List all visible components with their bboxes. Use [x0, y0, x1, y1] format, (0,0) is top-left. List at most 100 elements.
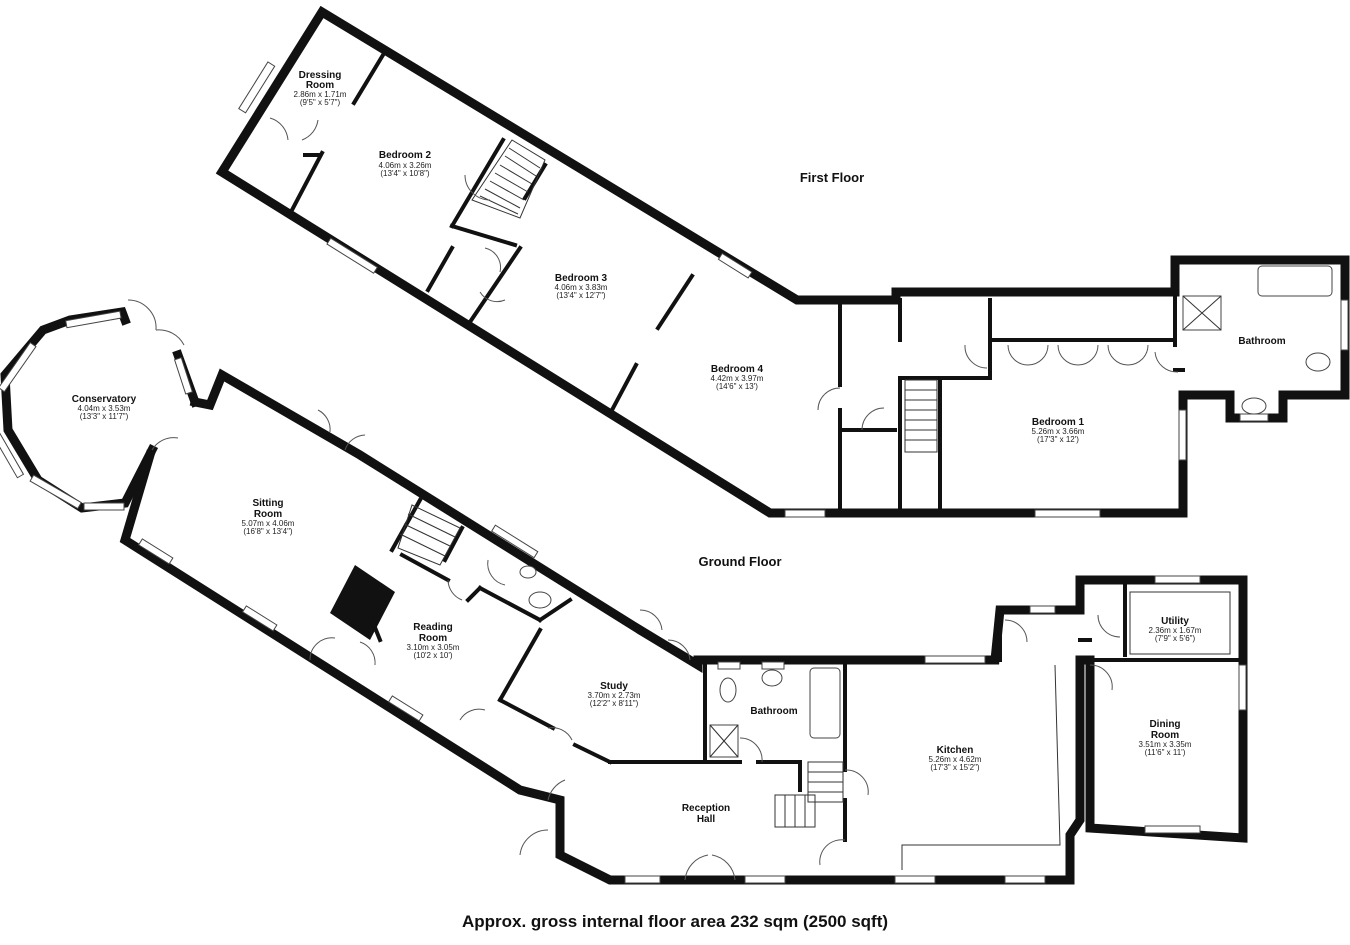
- bedroom2-label: Bedroom 2 4.06m x 3.26m (13'4" x 10'8"): [379, 150, 432, 178]
- door: [819, 839, 846, 866]
- window: [65, 310, 122, 329]
- room-dim-metric: 3.51m x 3.35m: [1139, 740, 1192, 749]
- room-dim-imperial: (13'4" x 10'8"): [380, 169, 430, 178]
- window: [717, 252, 753, 279]
- interior-wall: [425, 245, 455, 293]
- door: [1097, 614, 1121, 638]
- door: [547, 727, 573, 741]
- staircase: [471, 139, 938, 453]
- door: [459, 708, 486, 721]
- room-name: Conservatory: [72, 394, 137, 405]
- room-name: Kitchen: [937, 745, 974, 756]
- sitting-room-label: Sitting Room 5.07m x 4.06m (16'8" x 13'4…: [242, 498, 295, 536]
- room-dim-metric: 5.26m x 4.62m: [929, 755, 982, 764]
- door: [844, 769, 869, 796]
- room-dim-metric: 3.70m x 2.73m: [588, 691, 641, 700]
- door: [269, 117, 289, 141]
- kitchen-label: Kitchen 5.26m x 4.62m (17'3" x 15'2"): [929, 745, 982, 772]
- room-dim-metric: 4.06m x 3.83m: [555, 283, 608, 292]
- toilet: [528, 591, 552, 609]
- room-dim-metric: 4.06m x 3.26m: [379, 161, 432, 170]
- ground-floor-label: Ground Floor: [698, 554, 781, 569]
- door: [964, 344, 988, 369]
- reading-room-label: Reading Room 3.10m x 3.05m (10'2 x 10'): [407, 622, 460, 660]
- door: [1004, 619, 1028, 643]
- room-name: Utility: [1161, 616, 1189, 627]
- window: [1029, 605, 1056, 614]
- door: [484, 247, 501, 273]
- door: [127, 299, 185, 346]
- room-name: Reading: [413, 622, 452, 633]
- door: [519, 779, 566, 856]
- interior-wall: [497, 697, 556, 731]
- window: [1239, 413, 1269, 422]
- room-dim-metric: 5.07m x 4.06m: [242, 519, 295, 528]
- window: [1144, 825, 1201, 834]
- interior-wall: [655, 273, 695, 331]
- window: [784, 509, 826, 518]
- door: [861, 407, 885, 431]
- room-dim-metric: 4.04m x 3.53m: [78, 404, 131, 413]
- bathtub: [1257, 265, 1333, 297]
- sink: [1241, 397, 1267, 415]
- room-name: Sitting: [252, 498, 283, 509]
- room-name: Hall: [697, 814, 716, 825]
- door: [1057, 344, 1099, 366]
- conservatory-label: Conservatory 4.04m x 3.53m (13'3" x 11'7…: [72, 394, 137, 421]
- door: [1154, 351, 1179, 373]
- window: [1178, 409, 1187, 461]
- bathroom-first-label: Bathroom: [1238, 336, 1285, 347]
- kitchen-worktop: [901, 664, 1061, 870]
- window: [1004, 875, 1046, 884]
- bedroom3-label: Bedroom 3 4.06m x 3.83m (13'4" x 12'7"): [555, 273, 608, 300]
- room-name: Reception: [682, 803, 730, 814]
- window: [137, 538, 174, 565]
- room-name: Bedroom 3: [555, 273, 608, 284]
- window: [0, 425, 25, 479]
- room-dim-metric: 3.10m x 3.05m: [407, 643, 460, 652]
- room-dim-imperial: (12'2" x 8'11"): [590, 699, 639, 708]
- first-floor-label: First Floor: [800, 170, 864, 185]
- room-dim-imperial: (14'6" x 13'): [716, 382, 758, 391]
- bathroom-ground-label: Bathroom: [750, 706, 797, 717]
- room-dim-metric: 5.26m x 3.66m: [1032, 427, 1085, 436]
- room-name: Study: [600, 681, 628, 692]
- room-name: Dining: [1149, 719, 1180, 730]
- interior-wall: [351, 52, 386, 106]
- door: [301, 119, 319, 141]
- room-name: Dressing: [299, 70, 342, 81]
- door: [1107, 344, 1149, 366]
- interior-wall: [572, 742, 613, 765]
- door: [447, 579, 463, 601]
- door: [479, 291, 506, 303]
- room-dim-imperial: (17'3" x 12'): [1037, 435, 1079, 444]
- room-dim-imperial: (13'3" x 11'7"): [80, 412, 129, 421]
- door: [639, 609, 691, 661]
- fireplace: [330, 565, 395, 640]
- window: [83, 502, 125, 511]
- window: [624, 875, 661, 884]
- ground-floor: [0, 299, 1248, 885]
- room-dim-imperial: (7'9" x 5'6"): [1155, 634, 1196, 643]
- staircase: [397, 504, 844, 828]
- window: [1238, 664, 1247, 711]
- room-name: Bedroom 4: [711, 364, 764, 375]
- window: [761, 661, 785, 670]
- room-dim-metric: 2.36m x 1.67m: [1149, 626, 1202, 635]
- window: [1034, 509, 1101, 518]
- study-label: Study 3.70m x 2.73m (12'2" x 8'11"): [588, 681, 641, 708]
- first-floor: [215, 5, 1350, 518]
- dressing-room-label: Dressing Room 2.86m x 1.71m (9'5" x 5'7"…: [294, 70, 347, 107]
- floor-area-caption: Approx. gross internal floor area 232 sq…: [461, 912, 889, 931]
- door: [684, 854, 736, 881]
- interior-wall: [477, 585, 543, 623]
- room-dim-imperial: (16'8" x 13'4"): [243, 527, 293, 536]
- interior-wall: [467, 245, 523, 325]
- room-name: Room: [254, 509, 282, 520]
- room-name: Bedroom 1: [1032, 417, 1085, 428]
- room-dim-imperial: (13'4" x 12'7"): [556, 291, 606, 300]
- door: [487, 559, 506, 586]
- room-dim-metric: 2.86m x 1.71m: [294, 90, 347, 99]
- room-dim-imperial: (11'6" x 11'): [1145, 748, 1186, 757]
